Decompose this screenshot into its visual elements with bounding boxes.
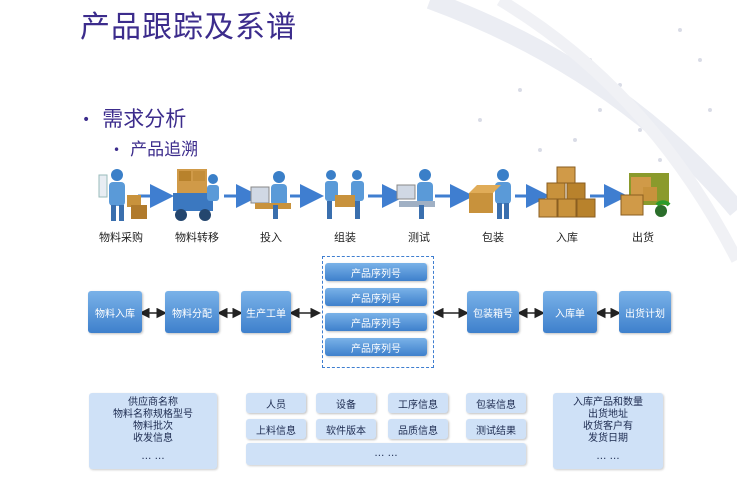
box-stock-in: 入库单 [543,291,597,333]
info-mid-footer: … … [246,443,526,465]
stage-assembly: 组装 [310,165,380,245]
stage-test: 测试 [384,165,454,245]
info-left-line: 收发信息 [133,433,173,444]
page-title: 产品跟踪及系谱 [80,10,297,45]
bullet-level2-text: 产品追溯 [130,140,199,160]
bullet-level2: •产品追溯 [113,140,199,160]
packer-icon [463,165,523,223]
stage-input: 投入 [236,165,306,245]
info-personnel: 人员 [246,393,306,413]
stage-label: 出货 [632,231,654,244]
stage-label: 物料转移 [175,231,219,244]
info-left-line: 物料名称规格型号 [113,409,193,420]
delivery-truck-icon [613,165,673,223]
box-material-alloc: 物料分配 [165,291,219,333]
box-serial-3: 产品序列号 [325,313,427,331]
forklift-icon [167,165,227,223]
box-work-order: 生产工单 [241,291,291,333]
stage-transfer: 物料转移 [162,165,232,245]
box-serial-4: 产品序列号 [325,338,427,356]
info-right-line: … … [596,451,620,462]
info-packaging: 包装信息 [466,393,526,413]
info-right-line: 发货日期 [588,433,628,444]
box-serial-2: 产品序列号 [325,288,427,306]
stage-shipping: 出货 [608,165,678,245]
info-feeding: 上料信息 [246,419,306,439]
info-test-result: 测试结果 [466,419,526,439]
info-process: 工序信息 [388,393,448,413]
stage-label: 组装 [334,231,356,244]
info-left-line: … … [141,451,165,462]
stage-label: 物料采购 [99,231,143,244]
box-package: 包装箱号 [467,291,519,333]
stage-warehouse: 入库 [532,165,602,245]
info-left: 供应商名称 物料名称规格型号 物料批次 收发信息 … … [89,393,217,469]
worker-boxes-icon [91,165,151,223]
info-quality: 品质信息 [388,419,448,439]
stage-packaging: 包装 [458,165,528,245]
info-equipment: 设备 [316,393,376,413]
stage-label: 包装 [482,231,504,244]
box-serial-1: 产品序列号 [325,263,427,281]
info-left-line: 供应商名称 [128,397,178,408]
serial-group [322,256,434,368]
box-ship-plan: 出货计划 [619,291,671,333]
bullet-level1: •需求分析 [82,107,187,131]
info-software: 软件版本 [316,419,376,439]
assembly-workers-icon [315,165,375,223]
info-left-line: 物料批次 [133,421,173,432]
stage-label: 入库 [556,231,578,244]
terminal-worker-icon [241,165,301,223]
box-material-in: 物料入库 [88,291,142,333]
info-right: 入库产品和数量 出货地址 收货客户有 发货日期 … … [553,393,663,469]
info-right-line: 出货地址 [588,409,628,420]
bullet-level1-text: 需求分析 [102,107,187,131]
stage-purchase: 物料采购 [86,165,156,245]
info-right-line: 收货客户有 [583,421,633,432]
stage-label: 投入 [260,231,282,244]
stage-label: 测试 [408,231,430,244]
stacked-boxes-icon [537,165,597,223]
info-right-line: 入库产品和数量 [573,397,643,408]
tester-icon [389,165,449,223]
